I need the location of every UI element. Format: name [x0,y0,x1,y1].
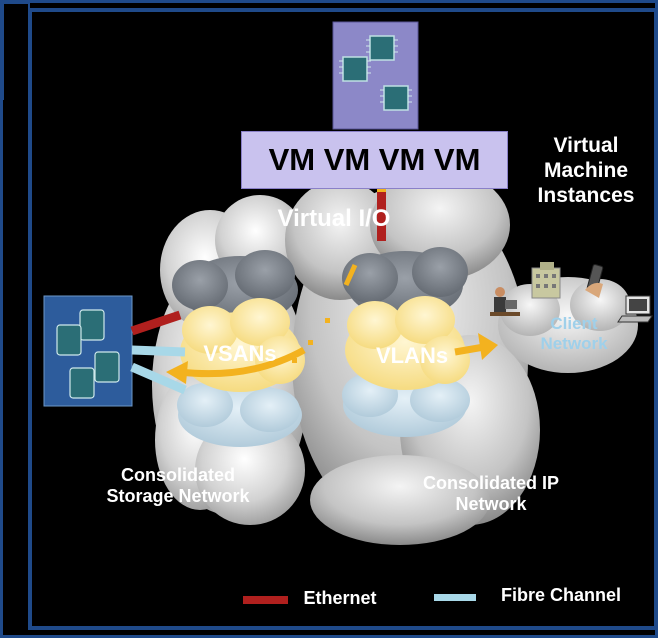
vlans-cloud [345,296,470,390]
laptop-icon [617,295,653,323]
vlan-blue-cloud [342,373,470,437]
client-network-label: Client Network [540,314,608,354]
storage-ethernet-link [130,310,182,336]
mobile-phone-icon [585,264,604,298]
virtual-machine-instances-label: Virtual Machine Instances [537,134,635,207]
client-network-cloud [498,277,638,373]
vsan-blue-cloud [177,383,302,447]
legend-fibre-channel-label: Fibre Channel [500,585,621,605]
inner-frame [28,8,658,630]
corner-tab-inner [4,4,28,100]
consolidated-storage-label: Consolidated Storage Network [106,465,250,507]
vlans-label: VLANs [375,343,449,368]
legend-fc-swatch [434,594,476,601]
flow-arrows [166,263,498,384]
vm-ethernet-link [377,187,386,241]
consolidated-ip-label: Consolidated IP Network [422,473,559,515]
legend-ethernet-swatch [243,596,288,604]
virtual-io-label: Virtual I/O [277,205,391,232]
database-cylinder-icon [43,295,133,407]
legend-ethernet-label: Ethernet [303,588,377,608]
building-icon [531,262,561,299]
vsans-label: VSANs [203,341,277,366]
cpu-chip-icon [332,21,419,130]
user-at-desk-icon [490,287,520,316]
storage-fc-link-2 [130,362,187,395]
vm-bar: VM VM VM VM [241,131,508,189]
vm-bar-label: VM VM VM VM [268,142,481,177]
vm-link-accent [377,188,386,192]
storage-fc-link-1 [131,345,186,357]
